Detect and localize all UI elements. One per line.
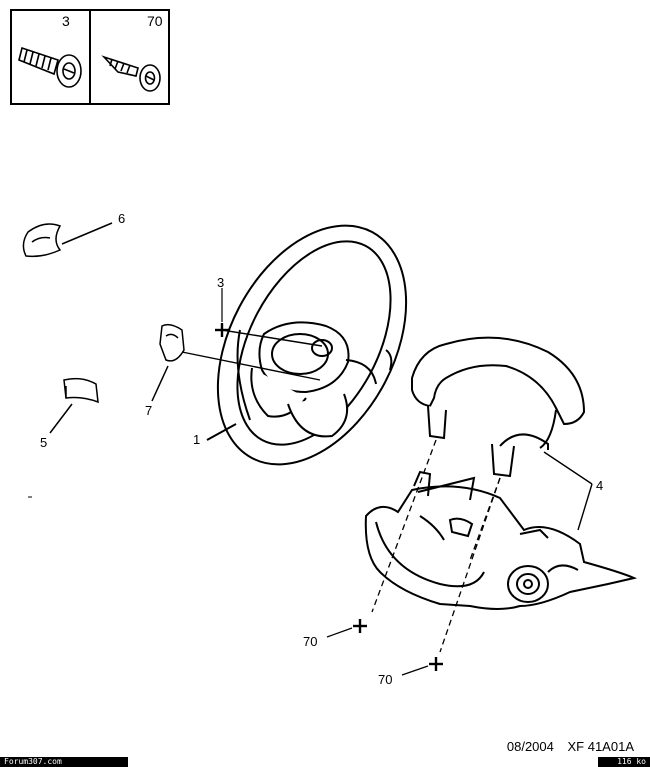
- drawing-reference: 08/2004 XF 41A01A: [497, 739, 634, 754]
- callout-4: 4: [596, 478, 603, 493]
- bolt-icon: [18, 46, 82, 88]
- screw-icon: [101, 55, 161, 92]
- legend-ref-3: 3: [62, 13, 70, 29]
- drawing-date: 08/2004: [506, 739, 554, 754]
- callout-70-b: 70: [378, 672, 392, 687]
- callout-70-a: 70: [303, 634, 317, 649]
- legend-ref-70: 70: [147, 13, 163, 29]
- file-size: 116 ko: [617, 757, 646, 766]
- part-4-upper-shroud: [411, 336, 593, 485]
- callout-3: 3: [217, 275, 224, 290]
- part-7-clip: [151, 323, 185, 402]
- bolt-position-marker-3: [215, 288, 229, 337]
- callout-1: 1: [193, 432, 200, 447]
- source-site-bar: Forum307.com: [0, 757, 128, 767]
- parts-legend: 3 70: [10, 9, 170, 105]
- file-size-bar: 116 ko: [598, 757, 650, 767]
- part-6-trim-cover: [22, 222, 113, 258]
- drawing-code: XF 41A01A: [567, 739, 635, 754]
- assembly-leader-lines: [181, 329, 323, 381]
- callout-7: 7: [145, 403, 152, 418]
- part-5-ring: [49, 377, 99, 434]
- screw-position-markers: [326, 619, 443, 676]
- callout-6: 6: [118, 211, 125, 226]
- alignment-dashed-lines: [371, 439, 501, 653]
- source-site: Forum307.com: [4, 757, 62, 766]
- part-4-lower-shroud: [364, 470, 638, 610]
- callout-5: 5: [40, 435, 47, 450]
